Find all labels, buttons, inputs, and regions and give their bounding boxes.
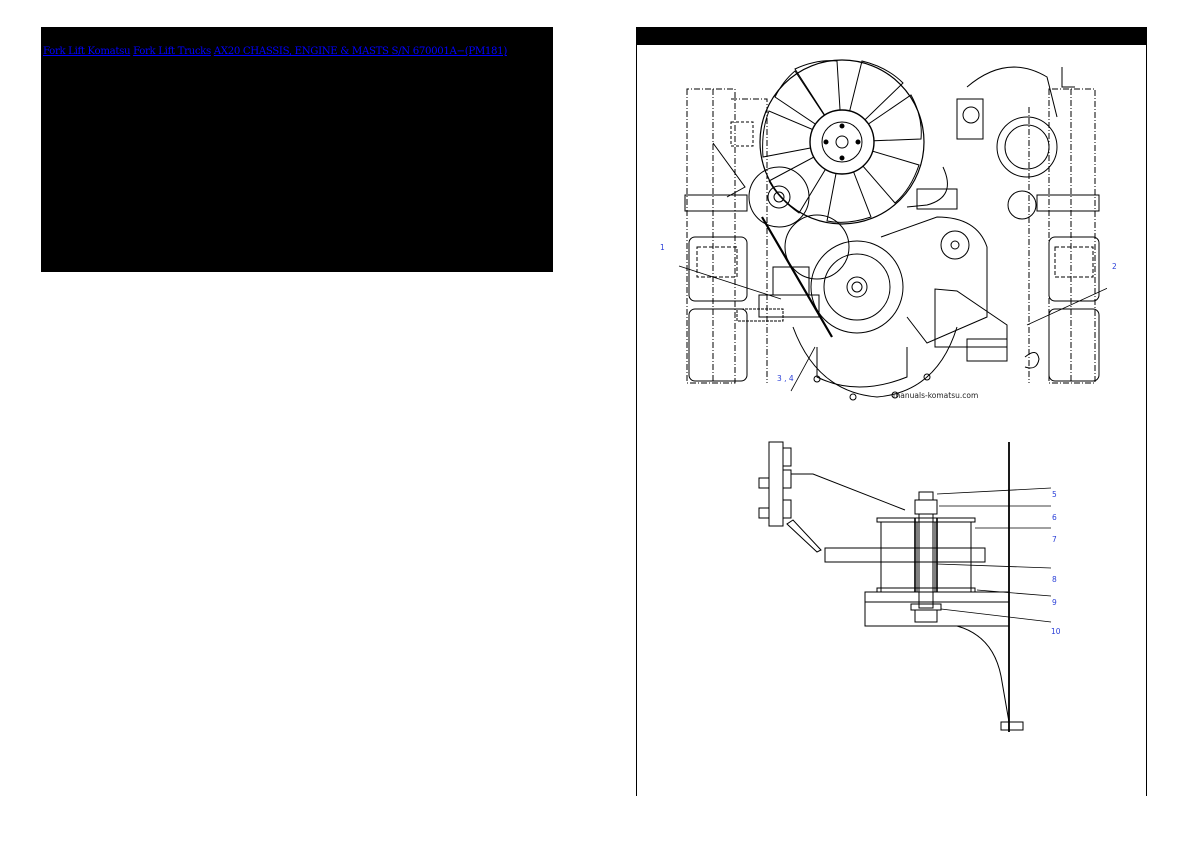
callout-9: 9 [1052,598,1057,607]
callout-1: 1 [660,243,665,252]
watermark-text: manuals-komatsu.com [893,391,979,400]
engine-front-view-diagram [678,59,1107,401]
callout-3-4: 3 , 4 [777,374,794,383]
callout-10: 10 [1051,627,1061,636]
manual-page: 1 2 3 , 4 manuals-komatsu.com [636,27,1147,796]
callout-2: 2 [1112,262,1117,271]
breadcrumb-panel: Fork Lift Komatsu Fork Lift Trucks AX20 … [41,27,553,272]
callout-8: 8 [1052,575,1057,584]
breadcrumb-link-model[interactable]: AX20 CHASSIS, ENGINE & MASTS S/N 670001A… [213,46,508,57]
breadcrumb-link-brand[interactable]: Fork Lift Komatsu [43,46,131,57]
callout-6: 6 [1052,513,1057,522]
callout-7: 7 [1052,535,1057,544]
callout-5: 5 [1052,490,1057,499]
breadcrumb-link-category[interactable]: Fork Lift Trucks [133,46,211,57]
breadcrumb: Fork Lift Komatsu Fork Lift Trucks AX20 … [43,46,507,57]
mount-detail-diagram [758,441,1052,732]
page-header-bar [637,27,1146,45]
